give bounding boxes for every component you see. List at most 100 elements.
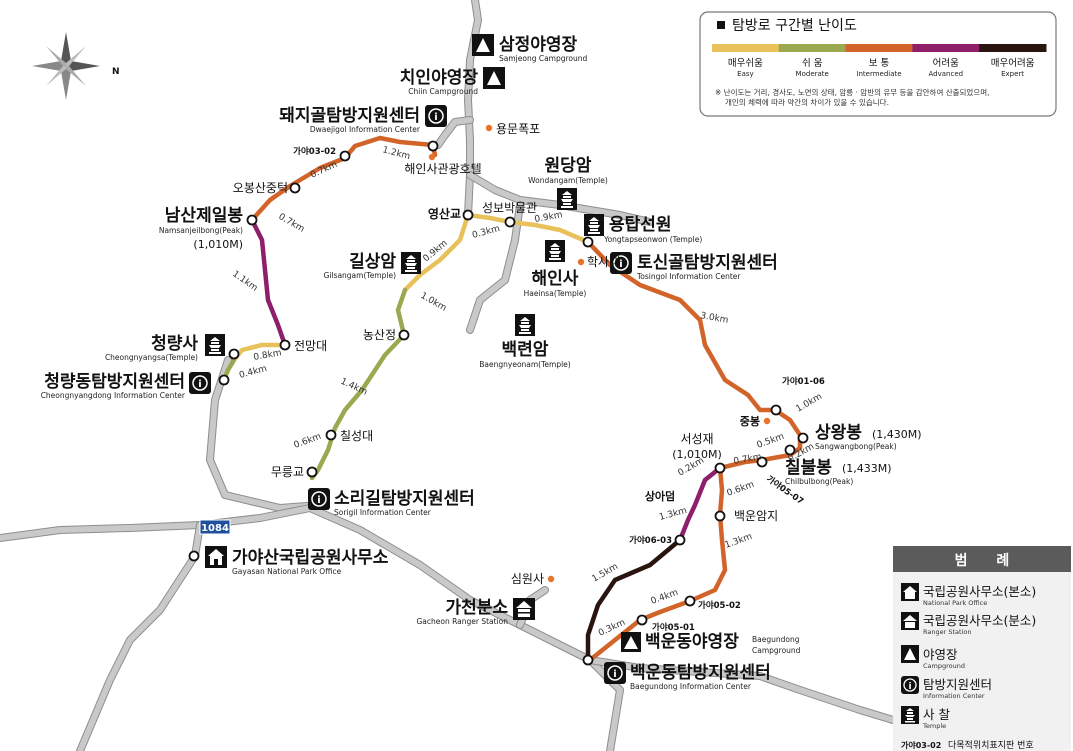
- campground-icon: [624, 636, 638, 649]
- svg-text:가천분소: 가천분소: [445, 598, 508, 618]
- temple-icon: [405, 255, 417, 272]
- svg-text:1.2km: 1.2km: [381, 145, 411, 162]
- svg-text:0.4km: 0.4km: [238, 364, 268, 381]
- park-office-icon: [903, 586, 917, 592]
- svg-text:서성재: 서성재: [680, 432, 713, 446]
- svg-text:(1,010M): (1,010M): [193, 238, 243, 251]
- difficulty-label-ko-3: 어려움: [933, 57, 959, 69]
- difficulty-swatch-4: [979, 44, 1047, 52]
- samjeong-campground: 삼정야영장 Samjeong Campground: [472, 34, 588, 63]
- svg-text:i: i: [908, 682, 911, 692]
- peak-sangwang: 상왕봉 (1,430M) Sangwangbong(Peak): [815, 423, 922, 451]
- svg-text:가야05-01: 가야05-01: [652, 622, 695, 633]
- svg-text:개인의 체력에 따라 약간의 차이가 있을 수 있습니다.: 개인의 체력에 따라 약간의 차이가 있을 수 있습니다.: [725, 97, 889, 107]
- svg-text:백련암: 백련암: [502, 340, 549, 360]
- svg-text:가야03-02: 가야03-02: [293, 146, 336, 157]
- svg-text:Namsanjeilbong(Peak): Namsanjeilbong(Peak): [159, 226, 243, 235]
- compass-rose-icon: N: [32, 32, 120, 100]
- temple-gilsangam: 길상암 Gilsangam(Temple): [324, 252, 421, 280]
- difficulty-swatch-1: [778, 44, 847, 52]
- svg-text:칠불봉: 칠불봉: [785, 457, 832, 478]
- svg-text:범 례: 범 례: [955, 553, 1022, 569]
- temple-icon: [209, 337, 221, 354]
- svg-text:0.6km: 0.6km: [293, 432, 323, 451]
- trail-seoseongjae-baegunam: [687, 465, 728, 604]
- baegundong-info-center: i 백운동탐방지원센터 Baegundong Information Cente…: [604, 662, 771, 691]
- svg-text:소리길탐방지원센터: 소리길탐방지원센터: [334, 489, 475, 509]
- svg-text:가야06-03: 가야06-03: [629, 535, 672, 546]
- label-haeinsa-hotel: 해인사관광호텔: [404, 162, 481, 176]
- trail-seoseongjae-sangadeom: [677, 465, 723, 543]
- svg-text:Temple: Temple: [922, 722, 946, 730]
- svg-text:1.0km: 1.0km: [419, 291, 449, 314]
- svg-text:1.4km: 1.4km: [339, 377, 369, 398]
- difficulty-label-ko-2: 보 통: [869, 58, 890, 69]
- svg-text:백운동탐방지원센터: 백운동탐방지원센터: [630, 663, 771, 683]
- info-center-icon: [192, 375, 208, 391]
- peak-chilbul: 칠불봉 (1,433M) Chilbulbong(Peak): [785, 457, 892, 486]
- legend-item-info-center: i 탐방지원센터 Information Center: [901, 676, 992, 700]
- legend-item-temple: 사 찰 Temple: [901, 706, 950, 730]
- difficulty-label-en-4: Expert: [1001, 70, 1024, 78]
- svg-text:사 찰: 사 찰: [923, 707, 950, 722]
- svg-text:i: i: [317, 495, 320, 506]
- info-center-icon: [903, 678, 917, 692]
- svg-text:Gilsangam(Temple): Gilsangam(Temple): [324, 271, 397, 280]
- svg-text:상왕봉: 상왕봉: [815, 423, 862, 443]
- svg-text:i: i: [619, 259, 622, 270]
- campground-icon: [476, 38, 490, 52]
- gacheon-ranger-station: 가천분소 Gacheon Ranger Station: [416, 598, 535, 626]
- trail-nodes: [218, 140, 809, 666]
- info-center-icon: [428, 108, 444, 124]
- svg-text:National Park Office: National Park Office: [923, 599, 987, 607]
- legend-item-park-office: 국립공원사무소(본소) National Park Office: [901, 583, 1036, 607]
- symbol-legend: 범 례 국립공원사무소(본소) National Park Office 국립공…: [893, 546, 1071, 751]
- chiin-campground: 치인야영장 Chiin Campground: [400, 67, 505, 96]
- svg-text:0.6km: 0.6km: [726, 480, 756, 499]
- svg-text:N: N: [112, 67, 120, 77]
- label-obongsan: 오봉산중턱: [233, 181, 288, 195]
- svg-text:1.3km: 1.3km: [724, 532, 754, 551]
- label-hwaksadae: 학사대: [587, 255, 620, 269]
- temple-wondangam: 원당암 Wondangam(Temple): [528, 156, 608, 210]
- svg-text:0.3km: 0.3km: [471, 224, 501, 241]
- svg-text:i: i: [434, 112, 437, 123]
- trail-namsanjeil-jeonmangdae: [249, 217, 288, 348]
- svg-text:원당암: 원당암: [545, 156, 592, 176]
- svg-text:Yongtapseonwon (Temple): Yongtapseonwon (Temple): [603, 235, 702, 244]
- svg-text:가야산국립공원사무소: 가야산국립공원사무소: [232, 548, 389, 568]
- svg-text:치인야영장: 치인야영장: [400, 68, 479, 88]
- svg-text:Baengnyeonam(Temple): Baengnyeonam(Temple): [479, 360, 571, 369]
- svg-text:해인사: 해인사: [532, 269, 579, 289]
- ranger-station-icon: [903, 615, 917, 621]
- svg-text:1.3km: 1.3km: [658, 506, 688, 523]
- peak-seoseongjae: 서성재 (1,010M): [672, 432, 722, 461]
- svg-text:i: i: [198, 379, 201, 390]
- trail-gilsangam-mureunggyo: [309, 287, 408, 481]
- temple-icon: [519, 317, 531, 334]
- trail-hwaksadae-chilbul: [585, 239, 803, 463]
- difficulty-label-en-1: Moderate: [796, 70, 829, 78]
- difficulty-label-ko-4: 매우어려움: [991, 57, 1035, 69]
- svg-text:길상암: 길상암: [349, 252, 396, 272]
- label-mureunggyo: 무릉교: [271, 465, 304, 479]
- svg-text:0.9km: 0.9km: [422, 238, 450, 264]
- svg-text:Baegundong: Baegundong: [752, 635, 800, 644]
- poi-dots: [428, 124, 771, 583]
- label-sangadeom: 상아덤: [645, 489, 675, 503]
- peak-namsanjeil: 남산제일봉 Namsanjeilbong(Peak) (1,010M): [159, 206, 244, 251]
- svg-text:(1,010M): (1,010M): [672, 448, 722, 461]
- svg-text:0.9km: 0.9km: [534, 210, 564, 225]
- park-office-icon: [208, 549, 224, 556]
- temple-baengnyeonam: 백련암 Baengnyeonam(Temple): [479, 314, 571, 369]
- svg-text:백운동야영장: 백운동야영장: [645, 632, 739, 652]
- svg-text:용탑선원: 용탑선원: [609, 214, 672, 235]
- svg-text:1.0km: 1.0km: [795, 392, 825, 415]
- svg-text:삼정야영장: 삼정야영장: [499, 35, 578, 55]
- svg-text:0.7km: 0.7km: [277, 212, 307, 235]
- difficulty-swatch-3: [912, 44, 980, 52]
- svg-text:Gayasan National Park Office: Gayasan National Park Office: [232, 567, 342, 576]
- trail-network: [221, 135, 803, 663]
